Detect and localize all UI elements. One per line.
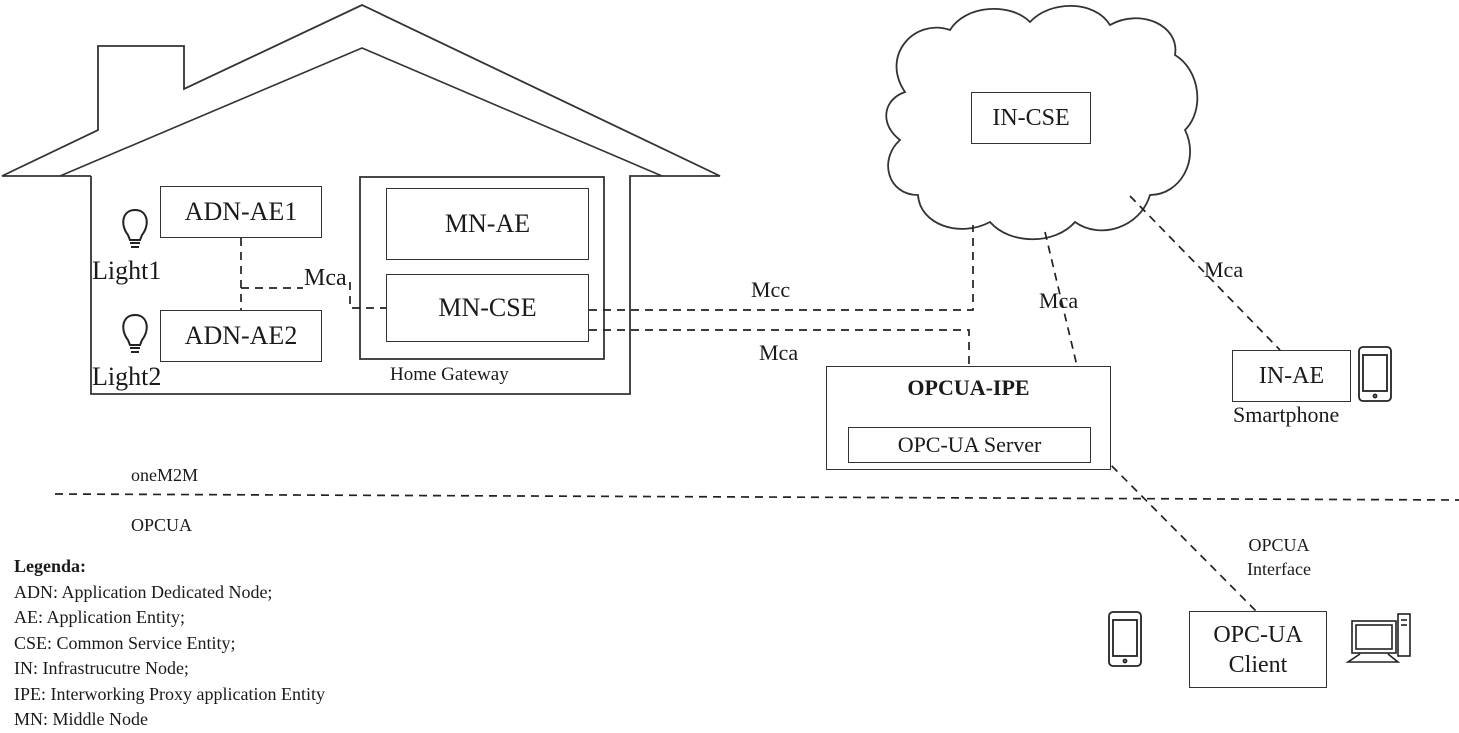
in-ae-label: IN-AE <box>1258 362 1325 389</box>
onem2m-domain-label: oneM2M <box>131 465 198 485</box>
lightbulb-icon <box>122 313 148 353</box>
opc-ua-client-label: OPC-UA Client <box>1213 621 1303 678</box>
mca-cloud-phone-link <box>1129 195 1281 351</box>
smartphone-icon <box>1358 346 1392 402</box>
home-gateway-label: Home Gateway <box>390 364 509 385</box>
mca-local-link <box>241 282 386 309</box>
mca-cloud-phone-label: Mca <box>1204 257 1244 282</box>
legend-item: AE: Application Entity; <box>14 607 185 627</box>
opc-ua-server-box: OPC-UA Server <box>848 427 1091 463</box>
opcua-interface-link <box>1091 445 1257 612</box>
mn-ae-label: MN-AE <box>444 209 531 238</box>
in-ae-box: IN-AE <box>1232 350 1351 402</box>
smartphone-icon <box>1108 611 1142 667</box>
smartphone-label: Smartphone <box>1233 402 1340 427</box>
light2-label: Light2 <box>92 362 162 391</box>
domain-separator <box>54 493 1459 501</box>
mca-cloud-ipe-label: Mca <box>1039 288 1079 313</box>
legend-title: Legenda: <box>14 556 86 576</box>
light1-label: Light1 <box>92 256 162 285</box>
house-roof-inner <box>59 47 663 177</box>
adn-ae2-label: ADN-AE2 <box>184 321 298 350</box>
mca-gateway-ipe-label: Mca <box>759 340 799 365</box>
mn-cse-label: MN-CSE <box>438 293 537 322</box>
in-cse-label: IN-CSE <box>992 104 1070 131</box>
legend-item: MN: Middle Node <box>14 709 148 729</box>
opcua-interface-label: OPCUA Interface <box>1247 535 1311 579</box>
opc-ua-client-box: OPC-UA Client <box>1189 611 1327 688</box>
mca-cloud-ipe-link <box>1044 231 1078 367</box>
legend-item: ADN: Application Dedicated Node; <box>14 581 273 602</box>
opcua-ipe-box: OPCUA-IPE OPC-UA Server <box>826 366 1111 470</box>
opc-ua-server-label: OPC-UA Server <box>897 432 1042 457</box>
legend-item: IN: Infrastrucutre Node; <box>14 658 189 678</box>
mca-gateway-ipe-link <box>589 329 970 366</box>
home-gateway-frame <box>359 176 605 360</box>
legend-item: IPE: Interworking Proxy application Enti… <box>14 683 325 704</box>
mn-cse-box: MN-CSE <box>386 274 589 342</box>
mcc-link <box>589 225 974 311</box>
house-outline <box>1 4 721 395</box>
adn-ae1-label: ADN-AE1 <box>184 197 298 226</box>
opcua-domain-label: OPCUA <box>131 515 193 535</box>
opcua-ipe-title: OPCUA-IPE <box>907 375 1030 400</box>
in-cse-box: IN-CSE <box>971 92 1091 144</box>
desktop-computer-icon <box>1345 613 1411 663</box>
legend: Legenda: ADN: Application Dedicated Node… <box>14 554 325 733</box>
mcc-label: Mcc <box>751 277 791 302</box>
adn-ae2-box: ADN-AE2 <box>160 310 322 362</box>
lightbulb-icon <box>122 208 148 248</box>
mca-local-label: Mca <box>304 265 347 291</box>
adn-ae1-box: ADN-AE1 <box>160 186 322 238</box>
legend-item: CSE: Common Service Entity; <box>14 632 236 653</box>
mn-ae-box: MN-AE <box>386 188 589 260</box>
